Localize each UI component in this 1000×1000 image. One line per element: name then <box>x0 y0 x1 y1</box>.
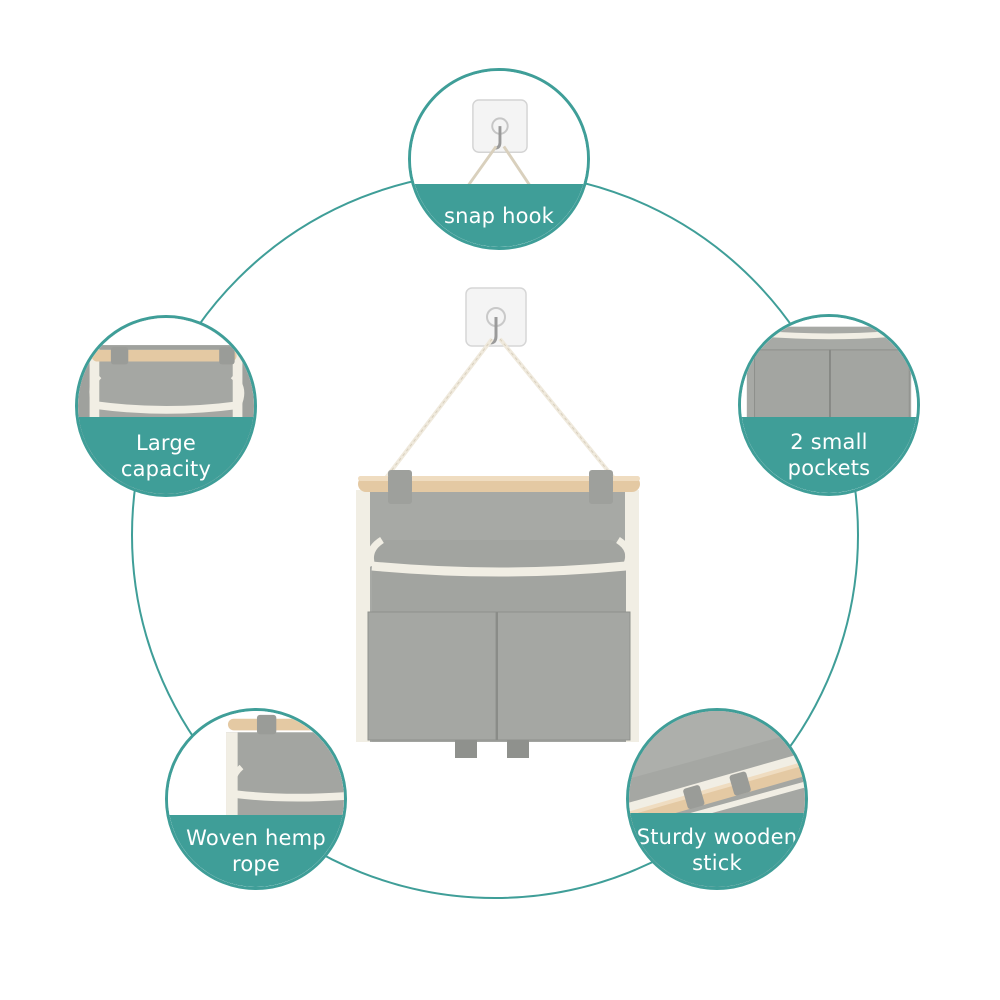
feature-label-band: snap hook <box>411 184 587 247</box>
feature-label-band: Woven hemp rope <box>168 815 344 887</box>
feature-label: Large capacity <box>120 430 212 481</box>
feature-badge-hemp-rope: Woven hemp rope <box>165 708 347 890</box>
feature-label: Sturdy wooden stick <box>636 825 798 875</box>
hanging-organizer <box>356 287 640 758</box>
adhesive-hook-icon <box>465 287 527 347</box>
feature-badge-snap-hook: snap hook <box>408 68 590 250</box>
feature-label-band: 2 small pockets <box>741 417 917 493</box>
feature-label: 2 small pockets <box>787 430 871 480</box>
feature-label-band: Sturdy wooden stick <box>629 813 805 887</box>
small-pocket-left <box>367 611 499 741</box>
rope <box>380 337 620 485</box>
feature-label: snap hook <box>443 203 555 228</box>
feature-badge-large-capacity: Large capacity <box>75 315 257 497</box>
feature-label-band: Large capacity <box>78 417 254 494</box>
feature-label: Woven hemp rope <box>186 826 326 876</box>
feature-badge-small-pockets: 2 small pockets <box>738 314 920 496</box>
feature-badge-wooden-stick: Sturdy wooden stick <box>626 708 808 890</box>
small-pocket-right <box>495 611 631 741</box>
